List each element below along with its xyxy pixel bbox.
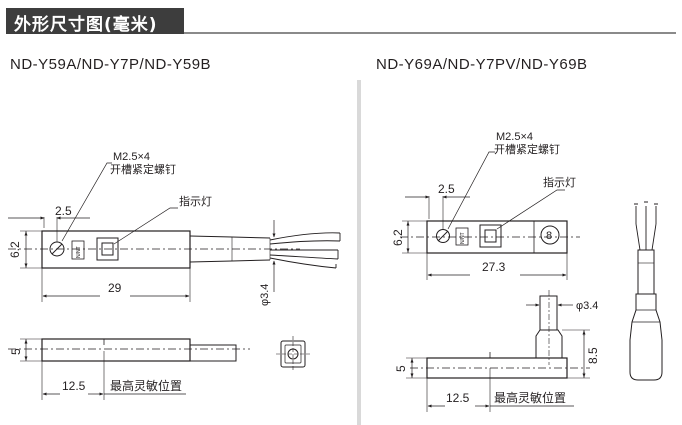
right-top-view [400,151,580,280]
right-side-cable [539,295,558,331]
right-screw-desc: 开槽紧定螺钉 [494,142,560,156]
left-side-body [41,338,191,362]
left-chip-text: N/NT [76,246,82,258]
panel-divider [357,80,361,425]
right-screw-label: M2.5×4 [496,131,533,143]
right-dim-sense: 12.5 [446,391,470,405]
left-dim-offset: 2.5 [55,204,72,218]
right-side-view [406,290,590,412]
left-dim-thickness: 5 [9,348,23,355]
left-screw-desc: 开槽紧定螺钉 [110,162,176,176]
left-side-view [8,338,250,400]
left-dim-sense: 12.5 [62,379,86,393]
right-dim-length: 27.3 [482,260,506,274]
left-end-view [276,336,310,372]
right-dim-offset: 2.5 [438,182,455,196]
right-indicator-lamp [479,224,502,248]
right-cable-mount-icon [540,225,560,245]
right-chip-text: N/NT [460,232,466,244]
left-dim-cable: φ3.4 [259,284,271,306]
left-dim-height: 6.2 [8,241,22,258]
left-top-view [8,162,341,302]
left-screw-label: M2.5×4 [113,151,150,163]
page-title: 外形尺寸图(毫米) [14,15,158,35]
left-dim-length: 29 [108,281,122,295]
right-sense-label: 最高灵敏位置 [494,390,566,405]
left-side-cable [189,344,237,362]
right-dim-height: 6.2 [391,229,405,246]
left-sense-label: 最高灵敏位置 [110,378,182,393]
right-indicator-label: 指示灯 [543,175,576,189]
left-model-title: ND-Y59A/ND-Y7P/ND-Y59B [10,56,212,73]
right-dim-thickness: 5 [394,365,408,372]
right-dim-total: 8.5 [586,347,600,364]
right-cable-exit-view [629,201,663,381]
right-screw-icon [436,229,450,243]
left-chip [71,240,85,260]
right-mount-number: 8 [546,230,552,242]
left-indicator-lamp [96,237,119,261]
header-rule [184,32,676,34]
header-bar [6,8,184,34]
right-exit-cable [637,249,655,295]
right-exit-boot [629,293,663,381]
left-indicator-label: 指示灯 [179,194,212,208]
right-dim-cable: φ3.4 [576,300,598,312]
right-chip [455,227,469,246]
right-model-title: ND-Y69A/ND-Y7PV/ND-Y69B [376,56,588,73]
left-sensor-body [41,230,191,269]
